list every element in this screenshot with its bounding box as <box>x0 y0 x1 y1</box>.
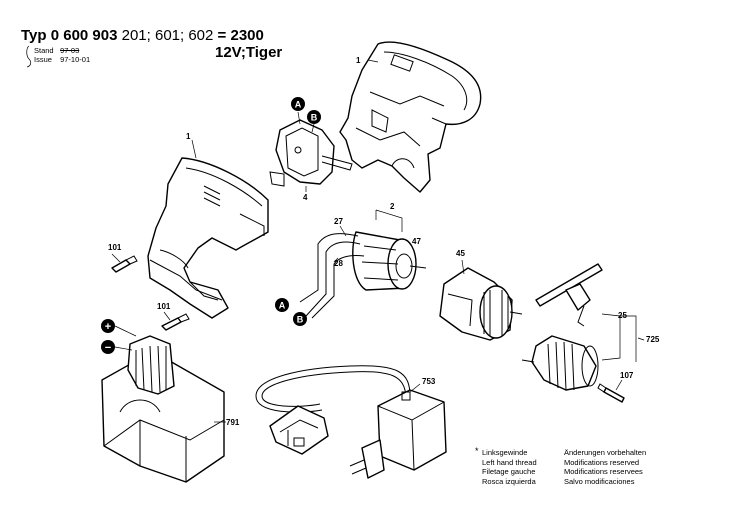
chuck-key <box>535 263 603 327</box>
leader-screw-101b <box>163 311 171 321</box>
callout-screw-101b: 101 <box>157 302 171 311</box>
note-fr-left: Filetage gauche <box>482 467 536 477</box>
leader-chuck-725 <box>637 337 645 341</box>
motor <box>352 231 427 291</box>
chuck <box>521 335 599 391</box>
switch-unit <box>269 119 353 187</box>
motor-wires <box>299 233 365 319</box>
note-fr-right: Modifications reservees <box>564 467 643 477</box>
marker-b2 <box>293 312 307 326</box>
minus-label: − <box>105 342 111 354</box>
note-es-right: Salvo modificaciones <box>564 476 635 486</box>
callout-battery: 791 <box>226 418 240 427</box>
plus-label: + <box>105 321 111 333</box>
leader-screw-107 <box>615 379 623 391</box>
housing-half-top <box>339 41 482 193</box>
callout-gearbox: 45 <box>456 249 465 258</box>
marker-b1-label: B <box>311 113 318 123</box>
stand-row: Stand 97-03 <box>34 46 79 55</box>
minus-terminal <box>101 340 115 354</box>
leader-wire-28 <box>333 257 339 263</box>
stand-value: 97-03 <box>60 46 80 55</box>
marker-b2-label: B <box>297 315 304 325</box>
marker-a1 <box>291 97 305 111</box>
marker-a2 <box>275 298 289 312</box>
note-en-right: Modifications reserved <box>564 457 640 467</box>
callout-chuck-key-25: 25 <box>618 311 627 320</box>
screw-101-upper <box>111 255 138 273</box>
issue-label: Issue <box>34 55 52 64</box>
callout-housing-main: 1 <box>186 132 191 141</box>
leader-bracket-25 <box>601 313 621 361</box>
callout-wire-27: 27 <box>334 217 343 226</box>
leader-gearbox <box>461 259 465 275</box>
marker-b1 <box>307 110 321 124</box>
leader-bracket-725 <box>620 315 637 362</box>
issue-row: Issue 97-10-01 <box>34 55 90 64</box>
charger-adapter <box>349 389 447 479</box>
callout-charger: 753 <box>422 377 436 386</box>
plus-terminal <box>101 319 115 333</box>
note-en-left: Left hand thread <box>482 457 537 467</box>
header-bracket <box>26 45 32 68</box>
callout-wire-28: 28 <box>334 259 343 268</box>
marker-a2-label: A <box>279 301 286 311</box>
model-name: 12V;Tiger <box>215 44 283 61</box>
footnote-star: * <box>475 446 479 456</box>
type-number: Typ 0 600 903 201; 601; 602 = 2300 <box>21 27 264 44</box>
gearbox <box>439 267 523 341</box>
callout-motor: 2 <box>390 202 395 211</box>
stand-label: Stand <box>34 46 54 55</box>
callout-screw-107: 107 <box>620 371 634 380</box>
charger-plug <box>269 405 329 455</box>
leader-housing-main <box>191 139 197 159</box>
housing-half-main <box>147 157 269 319</box>
modification-notes: Änderungen vorbehalten Modifications res… <box>564 448 646 486</box>
type-total: = 2300 <box>217 27 264 44</box>
leader-wire-27 <box>339 225 347 237</box>
callout-screw-101a: 101 <box>108 243 122 252</box>
marker-a1-label: A <box>295 100 302 110</box>
type-suffix: 201; 601; 602 <box>117 27 218 44</box>
callout-switch: 4 <box>303 193 308 202</box>
callout-motor-47: 47 <box>412 237 421 246</box>
leader-minus <box>114 346 133 351</box>
note-de-left: Linksgewinde <box>482 448 528 457</box>
leader-housing-top <box>367 59 379 63</box>
leader-charger <box>409 383 421 393</box>
leader-marker-b1 <box>311 123 315 133</box>
leader-marker-a1 <box>297 111 301 125</box>
callout-chuck-725: 725 <box>646 335 660 344</box>
note-es-left: Rosca izquierda <box>482 476 536 486</box>
screw-107 <box>597 383 625 403</box>
battery-pack <box>101 335 225 483</box>
leader-screw-101a <box>111 253 121 263</box>
leader-motor-bracket <box>375 209 403 232</box>
note-de-right: Änderungen vorbehalten <box>564 448 647 457</box>
callout-housing-top: 1 <box>356 56 361 65</box>
charger-cable <box>255 365 411 413</box>
screw-101-lower <box>161 313 190 331</box>
issue-value: 97-10-01 <box>60 55 91 64</box>
left-thread-notes: Linksgewinde Left hand thread Filetage g… <box>482 448 537 486</box>
leader-plus <box>114 325 137 337</box>
type-prefix: Typ 0 600 903 <box>21 27 118 44</box>
